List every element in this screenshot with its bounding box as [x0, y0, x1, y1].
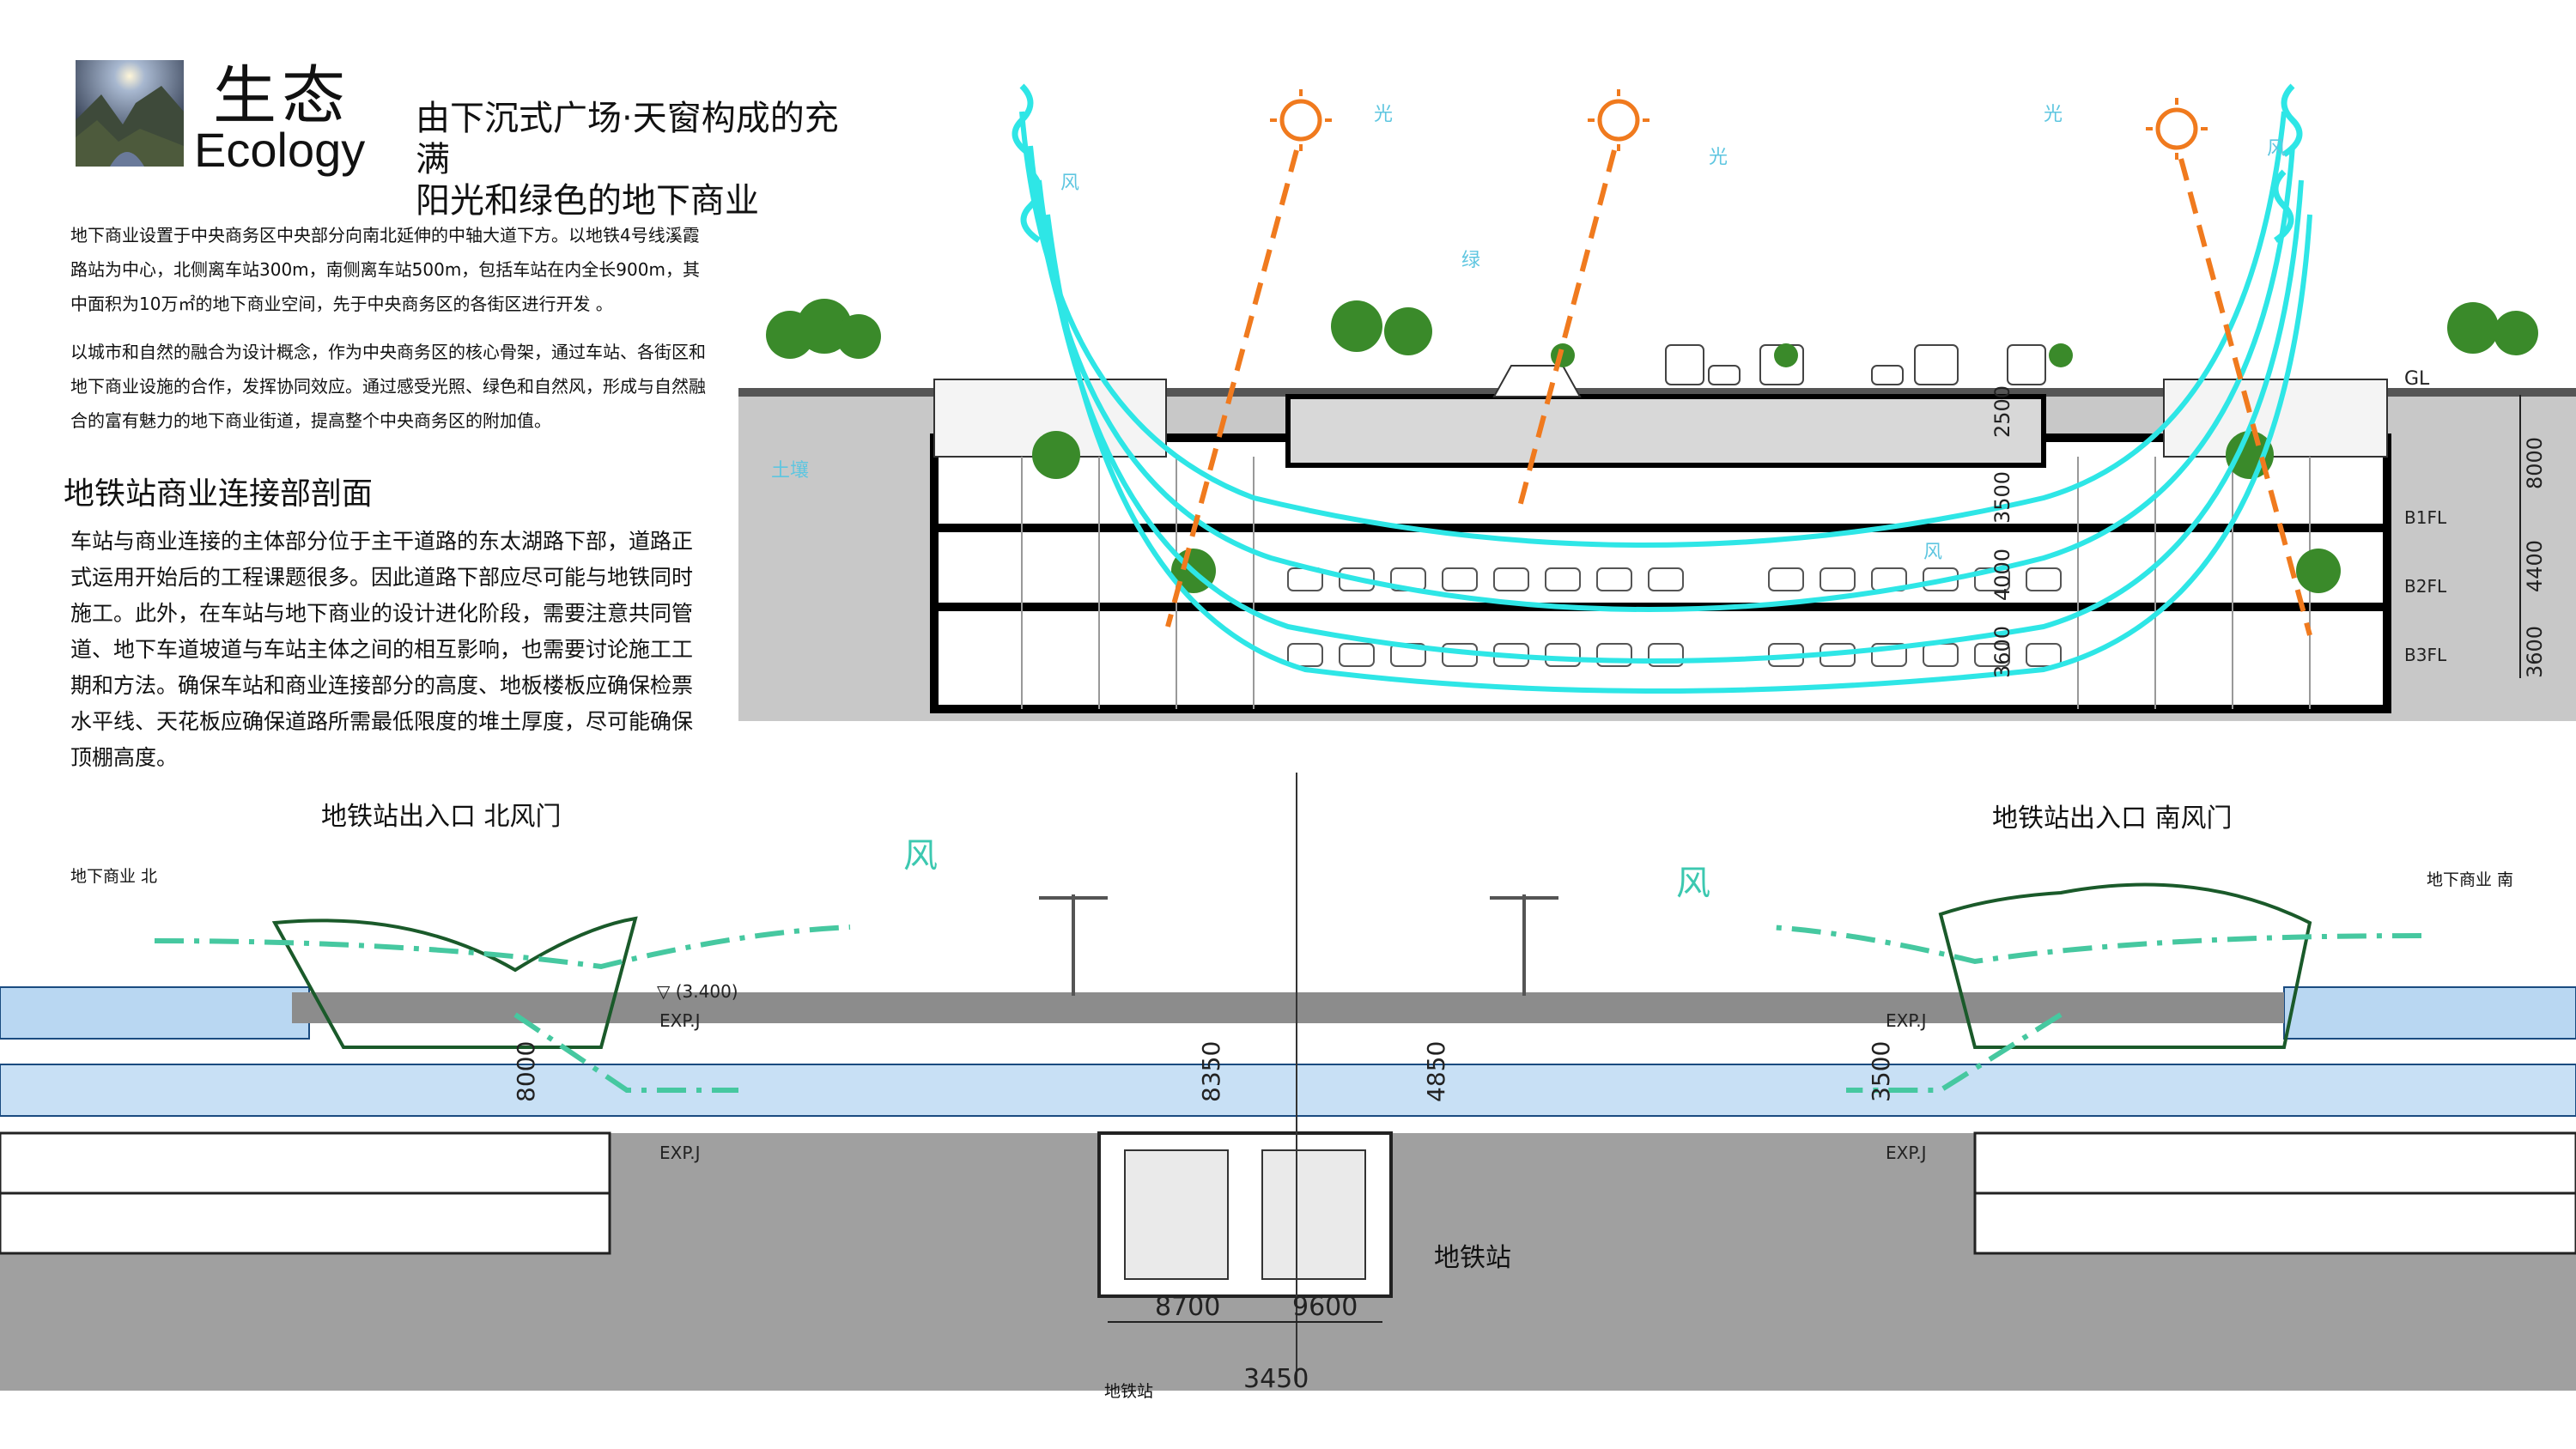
wind-arrows: [154, 925, 2422, 1093]
exp-joint-label: EXP.J: [659, 1143, 701, 1163]
section-title: 地铁站商业连接部剖面: [64, 476, 374, 512]
ground-line: [738, 388, 2576, 397]
surface-vehicles: [1665, 344, 2046, 385]
exp-joint-label: EXP.J: [1886, 1010, 1927, 1031]
dim-3500: 3500: [1867, 1041, 1895, 1102]
skylight: [1492, 365, 1582, 397]
level-b3: B3FL: [2404, 645, 2447, 665]
wind-label-left: 风: [903, 836, 938, 876]
wind-label: 风: [1060, 173, 1079, 194]
level-b2: B2FL: [2404, 576, 2447, 597]
landscape-thumbnail: [76, 60, 184, 167]
wind-flow-lines: [1019, 111, 2312, 694]
dim-3500: 3500: [1990, 471, 2014, 524]
light-label: 光: [1709, 147, 1728, 168]
south-commercial-label: 地下商业 南: [2427, 870, 2514, 889]
page-title-en: Ecology: [194, 123, 366, 177]
south-entrance-label: 地铁站出入口 南风门: [1992, 803, 2233, 834]
dim-4850: 4850: [1422, 1041, 1450, 1102]
dim-3450: 3450: [1243, 1364, 1309, 1394]
dim-4400: 4400: [2523, 540, 2547, 592]
light-arrows: [1165, 149, 2312, 636]
dim-8000: 8000: [2523, 437, 2547, 489]
commercial-concourse: [0, 1064, 2576, 1117]
elevation-label: ▽ (3.400): [657, 981, 738, 1002]
dim-8700: 8700: [1155, 1292, 1220, 1322]
dim-3600: 3600: [2523, 626, 2547, 678]
north-entrance-label: 地铁站出入口 北风门: [321, 802, 562, 832]
parking-level-right-2: [1973, 1191, 2576, 1255]
dim-8000: 8000: [512, 1041, 540, 1102]
light-label: 光: [1374, 104, 1393, 125]
lamp-posts: [1039, 894, 1558, 996]
wind-label: 风: [2267, 138, 2286, 160]
dim-4000: 4000: [1990, 549, 2014, 601]
subway-station-label: 地铁站: [1434, 1243, 1511, 1273]
subway-train-right: [1261, 1149, 1366, 1280]
parking-level-right-1: [1973, 1131, 2576, 1195]
subtitle-line: 由下沉式广场·天窗构成的充满: [416, 99, 839, 179]
green-label: 绿: [1461, 250, 1480, 271]
wind-squiggles: [1012, 83, 2303, 243]
upper-section-diagram: GL B1FL B2FL B3FL 8000 4400 3600 2500 35…: [738, 83, 2576, 721]
south-entrance-canopy: [1938, 882, 2312, 1049]
exp-joint-label: EXP.J: [1886, 1143, 1927, 1163]
subtitle-line: 阳光和绿色的地下商业: [416, 181, 759, 221]
parked-cars: [1287, 567, 2062, 667]
subway-station-label-small: 地铁站: [1104, 1382, 1154, 1401]
soil-label: 土壤: [771, 460, 809, 482]
light-label: 光: [2044, 104, 2063, 125]
commercial-north-top: [0, 986, 310, 1040]
intro-paragraph-2: 以城市和自然的融合为设计概念，作为中央商务区的核心骨架，通过车站、各街区和地下商…: [70, 342, 706, 431]
level-gl: GL: [2404, 368, 2430, 390]
commercial-south-top: [2283, 986, 2576, 1040]
wind-label-right: 风: [1676, 864, 1710, 903]
page-subtitle: 由下沉式广场·天窗构成的充满 阳光和绿色的地下商业: [416, 98, 862, 221]
dim-2500: 2500: [1990, 385, 2014, 438]
page-title-cn: 生态: [213, 59, 350, 133]
exp-joint-label: EXP.J: [659, 1010, 701, 1031]
lower-section-diagram: 8700 9600 3450 8000 8350 4850 3500 EXP.J…: [0, 773, 2576, 1394]
north-entrance-canopy: [271, 916, 638, 1049]
dim-8350: 8350: [1197, 1041, 1225, 1102]
dim-9600: 9600: [1292, 1292, 1358, 1322]
north-commercial-label: 地下商业 北: [70, 867, 158, 886]
road-deck: [1285, 394, 2046, 468]
level-b1: B1FL: [2404, 507, 2447, 528]
slab-b1: [934, 524, 2387, 532]
road-deck: [292, 992, 2284, 1023]
wind-label: 风: [1923, 542, 1942, 563]
subway-train-left: [1124, 1149, 1229, 1280]
sun-icons: [1270, 89, 2208, 160]
parking-level-left-2: [0, 1191, 611, 1255]
dim-3600-mid: 3600: [1990, 626, 2014, 678]
parking-level-left-1: [0, 1131, 611, 1195]
intro-paragraph-1: 地下商业设置于中央商务区中央部分向南北延伸的中轴大道下方。以地铁4号线溪霞路站为…: [70, 225, 700, 314]
section-paragraph: 车站与商业连接的主体部分位于主干道路的东太湖路下部，道路正式运用开始后的工程课题…: [70, 529, 694, 770]
